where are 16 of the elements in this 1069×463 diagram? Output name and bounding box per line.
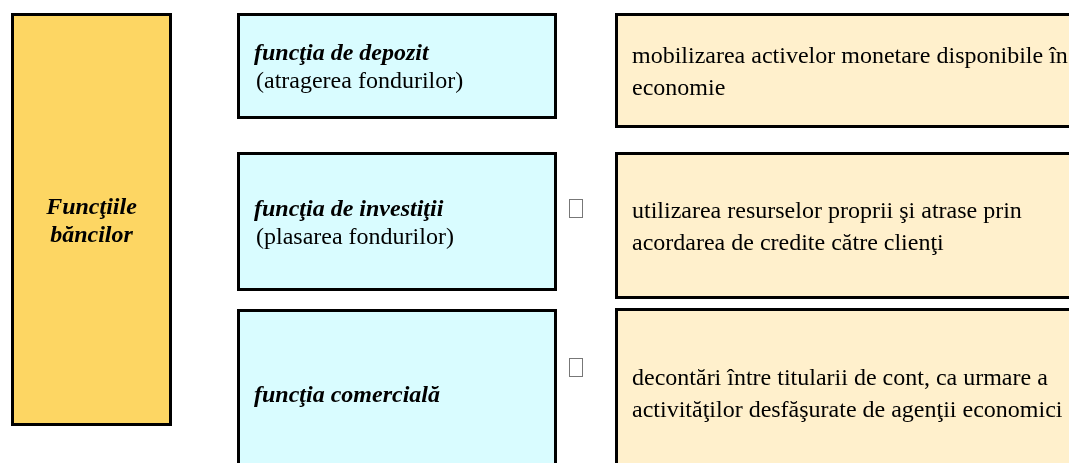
box-heading: funcţia de investiţii: [254, 193, 444, 222]
box-subtitle: (atragerea fondurilor): [256, 66, 464, 94]
function-box: [237, 13, 557, 119]
box-heading: Funcţiile băncilor: [45, 191, 138, 248]
description-box: [615, 13, 1069, 128]
box-subtitle: (plasarea fondurilor): [256, 221, 454, 250]
box-heading: funcţia comercială: [254, 380, 440, 408]
category-box: [11, 13, 172, 426]
box-heading: funcţia de depozit: [254, 38, 429, 66]
description-text: decontări între titularii de cont, ca urmare a activităţilor desfăşurate de agenţii economici: [632, 363, 1064, 424]
function-box: [237, 309, 557, 463]
description-text: utilizarea resurselor proprii şi atrase prin acordarea de credite către clienţi: [632, 195, 1023, 257]
description-box: [615, 308, 1069, 463]
function-box: [237, 152, 557, 291]
description-text: mobilizarea activelor monetare disponibile în economie: [632, 40, 1069, 102]
description-box: [615, 152, 1069, 299]
